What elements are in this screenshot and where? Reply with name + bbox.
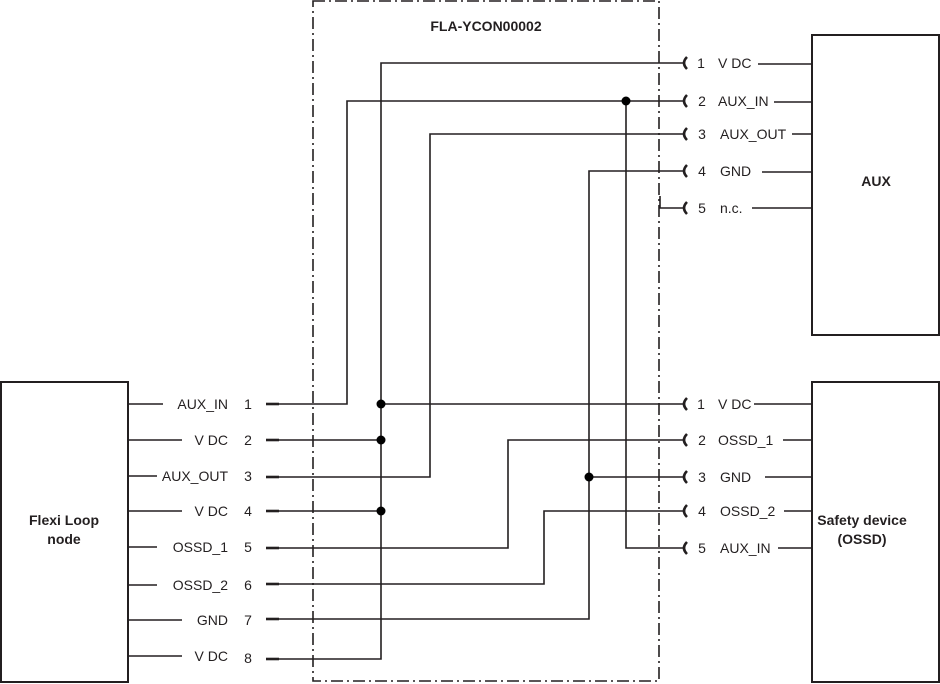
safety-pin-5-label: AUX_IN — [720, 540, 771, 556]
safety-device-box — [811, 381, 940, 683]
left-pin-4-label: V DC — [195, 503, 228, 519]
junction-dot — [621, 96, 631, 106]
aux-pin-2-label: AUX_IN — [718, 93, 769, 109]
left-pin-4-num: 4 — [244, 503, 252, 519]
safety-pin-1-num: 1 — [697, 396, 705, 412]
aux-pin-3: 3 AUX_OUT — [682, 126, 812, 142]
left-pin-7: GND 7 — [128, 612, 279, 628]
wire-ossd-2 — [279, 510, 684, 585]
safety-pin-1-label: V DC — [718, 396, 751, 412]
wire-nc-stub — [659, 196, 684, 209]
safety-pin-4-label: OSSD_2 — [720, 503, 775, 519]
aux-pin-3-num: 3 — [698, 126, 706, 142]
socket-icon — [682, 397, 688, 411]
safety-pin-3-num: 3 — [698, 469, 706, 485]
safety-pin-3-label: GND — [720, 469, 751, 485]
junction-dot — [376, 506, 386, 516]
safety-pin-4: 4 OSSD_2 — [682, 503, 812, 519]
aux-device-title: AUX — [861, 173, 891, 189]
junction-dot — [376, 399, 386, 409]
junction-dot — [584, 472, 594, 482]
flexi-loop-node-box — [0, 381, 129, 683]
left-pin-2-label: V DC — [195, 432, 228, 448]
aux-pin-4: 4 GND — [682, 163, 812, 179]
wire-gnd — [279, 170, 684, 620]
left-pin-2-num: 2 — [244, 432, 252, 448]
left-pin-2: V DC 2 — [128, 432, 279, 448]
junction-dot — [376, 435, 386, 445]
adapter-title: FLA-YCON00002 — [430, 18, 541, 34]
safety-pin-2: 2 OSSD_1 — [682, 432, 812, 448]
aux-pin-4-label: GND — [720, 163, 751, 179]
socket-icon — [682, 433, 688, 447]
safety-pin-3: 3 GND — [682, 469, 812, 485]
aux-pin-2-num: 2 — [698, 93, 706, 109]
left-pin-7-label: GND — [197, 612, 228, 628]
aux-device-box — [811, 34, 940, 336]
socket-icon — [682, 56, 688, 70]
left-pin-5: OSSD_1 5 — [128, 539, 279, 555]
left-pin-6-label: OSSD_2 — [173, 577, 228, 593]
safety-pin-4-num: 4 — [698, 503, 706, 519]
adapter-enclosure — [312, 0, 660, 682]
left-pin-7-num: 7 — [244, 612, 252, 628]
aux-pin-5: 5 n.c. — [682, 200, 812, 216]
left-pin-6-num: 6 — [244, 577, 252, 593]
left-pin-8-num: 8 — [244, 650, 252, 666]
wire-ossd-1 — [279, 439, 684, 549]
wire-aux-out — [279, 133, 684, 478]
aux-pin-1: 1 V DC — [682, 55, 812, 71]
wire-aux-in-safety — [625, 101, 684, 549]
socket-icon — [682, 201, 688, 215]
socket-icon — [682, 94, 688, 108]
left-pin-3: AUX_OUT 3 — [128, 468, 279, 484]
safety-pin-2-num: 2 — [698, 432, 706, 448]
flexi-loop-title-line2: node — [47, 531, 81, 547]
left-pin-5-label: OSSD_1 — [173, 539, 228, 555]
aux-pin-5-label: n.c. — [720, 200, 743, 216]
left-pin-3-label: AUX_OUT — [162, 468, 229, 484]
socket-icon — [682, 541, 688, 555]
aux-pin-4-num: 4 — [698, 163, 706, 179]
left-pin-1-num: 1 — [244, 396, 252, 412]
aux-pin-5-num: 5 — [698, 200, 706, 216]
socket-icon — [682, 164, 688, 178]
aux-pin-1-label: V DC — [718, 55, 751, 71]
left-pin-8: V DC 8 — [128, 648, 279, 666]
wire-aux-in — [279, 100, 684, 405]
aux-pin-1-num: 1 — [697, 55, 705, 71]
left-pin-1: AUX_IN 1 — [128, 396, 279, 412]
flexi-loop-title-line1: Flexi Loop — [29, 512, 99, 528]
left-pin-4: V DC 4 — [128, 503, 279, 519]
safety-pin-2-label: OSSD_1 — [718, 432, 773, 448]
left-pin-3-num: 3 — [244, 468, 252, 484]
safety-pin-5-num: 5 — [698, 540, 706, 556]
aux-pin-2: 2 AUX_IN — [682, 93, 812, 109]
safety-pin-5: 5 AUX_IN — [682, 540, 812, 556]
left-pin-5-num: 5 — [244, 539, 252, 555]
safety-device-title-line1: Safety device — [817, 512, 907, 528]
left-pin-1-label: AUX_IN — [177, 396, 228, 412]
wire-vdc-bus — [279, 62, 684, 660]
socket-icon — [682, 504, 688, 518]
safety-device-title-line2: (OSSD) — [838, 531, 887, 547]
safety-pin-1: 1 V DC — [682, 396, 812, 412]
left-pin-8-label: V DC — [195, 648, 228, 664]
socket-icon — [682, 470, 688, 484]
aux-pin-3-label: AUX_OUT — [720, 126, 787, 142]
socket-icon — [682, 127, 688, 141]
left-pin-6: OSSD_2 6 — [128, 577, 279, 593]
